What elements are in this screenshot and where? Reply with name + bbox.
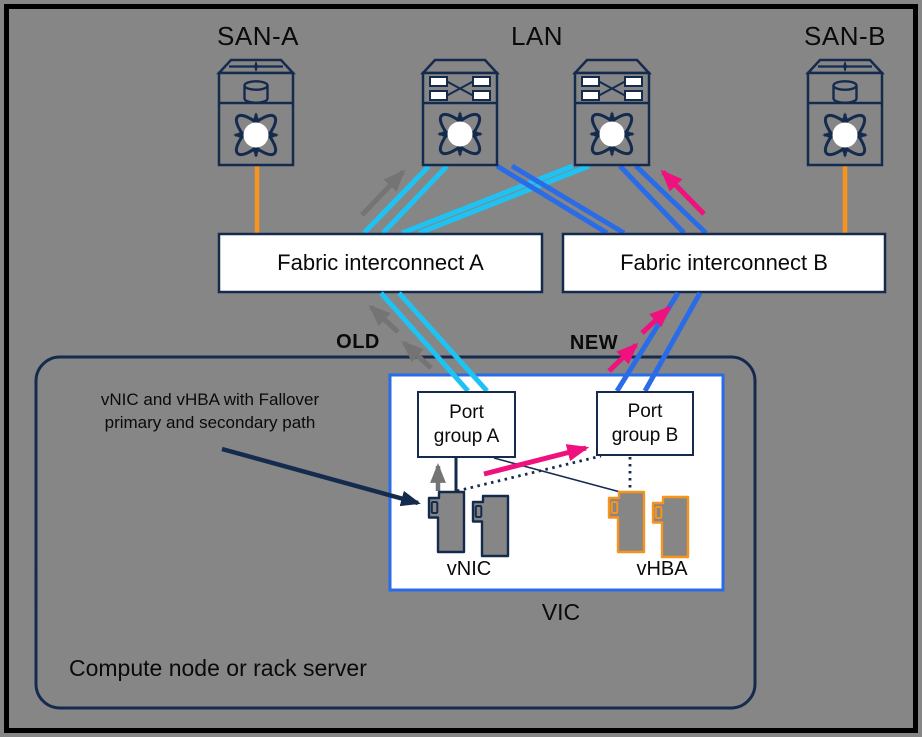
new-path-arrow-in-vic [483,444,590,477]
new-path-arrows [607,305,672,373]
vnic-label: vNIC [446,558,492,580]
old-path-arrows [368,304,433,370]
port-group-a-label: Port group A [418,392,515,457]
annotation-pointer-arrow [221,446,421,507]
vic-label: VIC [541,599,581,625]
port-group-a-line2: group A [433,425,500,447]
new-path-arrow-to-lan [660,169,706,216]
port-group-b-line1: Port [627,401,663,423]
fabric-interconnect-b-box [561,232,887,294]
old-label: OLD [336,331,380,353]
fabric-interconnect-b-label: Fabric interconnect B [620,250,828,275]
diagram-border [4,4,918,733]
lan-label: LAN [510,21,564,51]
annotation-text: vNIC and vHBA with Fallover primary and … [101,389,319,435]
new-label: NEW [569,332,619,354]
port-group-a-box [417,391,516,458]
lan-right-to-fabric-a-links [401,163,590,236]
lan-switch-left-icon [423,60,497,165]
lan-left-to-fabric-b-links [495,163,626,236]
san-b-label: SAN-B [804,21,886,51]
san-a-switch-icon [219,60,293,165]
annotation-line1: vNIC and vHBA with Fallover [100,390,320,409]
port-group-b-box [596,391,694,456]
compute-node-label: Compute node or rack server [69,655,367,681]
san-a-label: SAN-A [217,21,299,51]
vhba-label: vHBA [636,558,688,580]
port-group-b-line2: group B [611,424,679,446]
lan-left-to-fabric-a-links [362,164,449,235]
san-b-switch-icon [808,60,882,165]
lan-right-to-fabric-b-links [618,164,708,235]
port-group-b-label: Port group B [597,392,693,455]
port-group-a-line1: Port [449,402,484,424]
old-path-arrow-to-lan [360,169,406,217]
annotation-line2: primary and secondary path [104,412,316,432]
fabric-a-to-port-group-a-links [379,291,489,393]
lan-switch-right-icon [575,60,649,165]
fabric-interconnect-a-label: Fabric interconnect A [277,250,484,275]
fabric-interconnect-a-box [217,232,544,294]
compute-node-box [34,355,757,710]
